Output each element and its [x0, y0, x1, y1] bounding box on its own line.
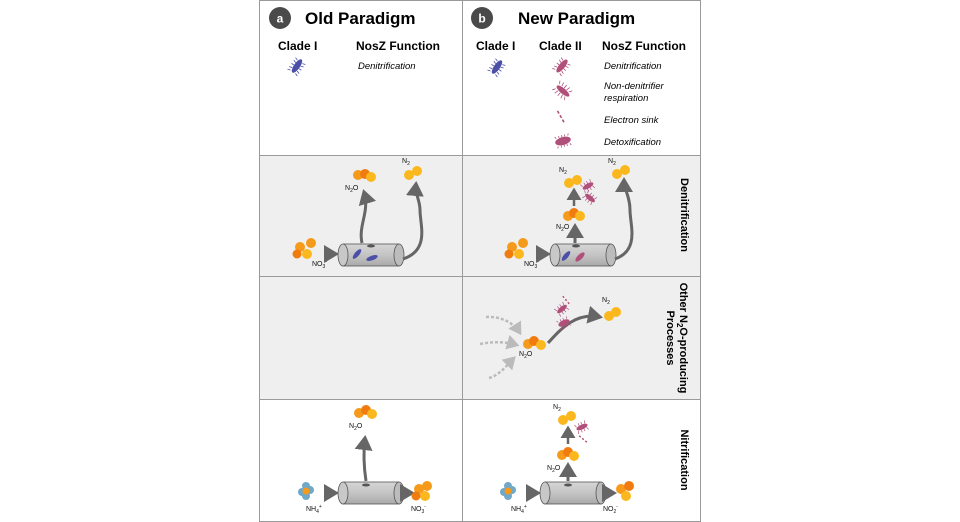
cell-cylinder	[337, 481, 405, 505]
nh4-molecule-icon	[500, 482, 516, 500]
panel-b-other-processes: N2O N2	[479, 295, 621, 380]
panel-b-function-respiration: respiration	[604, 93, 648, 104]
n2-molecule-icon	[604, 307, 621, 321]
panel-a-badge	[269, 7, 291, 29]
cell-cylinder	[549, 243, 617, 267]
clade2-bacterium-icon	[580, 179, 596, 194]
panel-a-function-denitrification: Denitrification	[358, 61, 416, 72]
n2-molecule-icon	[612, 165, 630, 179]
clade2-respiration-icon	[552, 80, 573, 101]
n2-label: N2	[402, 158, 410, 167]
clade2-bacterium-icon	[556, 316, 571, 331]
no2-label: NO2-	[603, 504, 618, 515]
panel-b-badge	[471, 7, 493, 29]
panel-b-function-non-denitrifier: Non-denitrifier	[604, 81, 664, 92]
n2-label: N2	[608, 158, 616, 167]
panel-a-denitrification: NO3- N2O N2	[292, 158, 424, 270]
n2o-molecule-icon	[523, 336, 546, 350]
nh4-molecule-icon	[298, 482, 314, 500]
n2-label: N2	[559, 167, 567, 176]
panel-b-function-detoxification: Detoxification	[604, 137, 661, 148]
row-other-bg	[259, 276, 701, 399]
cell-cylinder	[337, 243, 405, 267]
faded-arrow	[479, 334, 520, 350]
n2-molecule-icon	[404, 166, 422, 180]
row-label-other-line1: Other N2O-producing	[675, 283, 689, 394]
panel-b-header: b New Paradigm Clade I Clade II NosZ Fun…	[471, 7, 686, 149]
panel-b-badge-label: b	[478, 12, 485, 26]
n2o-molecule-icon	[354, 405, 377, 419]
row-label-other-line2: Processes	[664, 310, 676, 365]
no3-molecule-icon	[504, 238, 528, 259]
panel-a-title: Old Paradigm	[305, 9, 416, 28]
cell-cylinder	[539, 481, 607, 505]
n2o-label: N2O	[556, 224, 570, 233]
row-label-nitrification: Nitrification	[678, 429, 690, 490]
clade2-bacterium-icon	[582, 190, 598, 206]
n2o-label: N2O	[547, 465, 561, 474]
arrow-to-n2	[546, 305, 603, 345]
clade2-electron-sink-icon	[562, 295, 570, 305]
n2o-molecule-icon	[353, 169, 376, 182]
nh4-label: NH4+	[511, 504, 527, 515]
panel-b-title: New Paradigm	[518, 9, 635, 28]
panel-b-function-denitrification: Denitrification	[604, 61, 662, 72]
faded-arrow	[485, 315, 522, 336]
panel-a-function-header: NosZ Function	[356, 39, 440, 53]
n2-label: N2	[553, 404, 561, 413]
no3-molecule-icon	[411, 481, 432, 501]
n2o-label: N2O	[519, 351, 533, 360]
panel-a-badge-label: a	[277, 12, 284, 26]
panel-b-clade1-header: Clade I	[476, 39, 515, 53]
faded-arrow	[488, 356, 516, 380]
row-denitrification-bg	[259, 155, 701, 276]
arrow-to-n2o	[358, 189, 377, 244]
n2o-label: N2O	[349, 423, 363, 432]
n2o-molecule-icon	[557, 447, 579, 461]
n2o-molecule-icon	[563, 208, 585, 221]
arrow-to-n2	[614, 177, 634, 261]
clade2-electron-sink-icon	[556, 110, 565, 123]
no3-molecule-icon	[292, 238, 316, 259]
arrow-to-n2	[402, 181, 424, 261]
n2-label: N2	[602, 297, 610, 306]
clade1-bacterium-icon	[487, 58, 506, 78]
panel-b-nitrification: NH4+ NO2- N2O N2	[500, 404, 634, 515]
no3-label: NO3-	[411, 504, 426, 515]
row-label-denitrification: Denitrification	[678, 178, 690, 252]
clade2-bacterium-icon	[574, 420, 589, 435]
panel-a-nitrification: NH4+ NO3- N2O	[298, 405, 432, 515]
panel-b-function-electron-sink: Electron sink	[604, 115, 660, 126]
panel-a-clade1-header: Clade I	[278, 39, 317, 53]
n2-molecule-icon	[558, 411, 576, 425]
clade2-bacterium-icon	[554, 301, 570, 317]
n2-molecule-icon	[564, 175, 582, 188]
arrow-to-n2o	[354, 435, 373, 482]
clade2-bacterium-icon	[552, 57, 571, 77]
no2-molecule-icon	[616, 481, 634, 501]
clade2-electron-sink-icon	[578, 435, 588, 443]
nh4-label: NH4+	[306, 504, 322, 515]
clade1-bacterium-icon	[287, 57, 306, 77]
clade2-detoxification-icon	[554, 133, 572, 149]
n2o-label: N2O	[345, 185, 359, 194]
panel-b-function-header: NosZ Function	[602, 39, 686, 53]
panel-a-header: a Old Paradigm Clade I NosZ Function Den…	[269, 7, 440, 77]
panel-b-denitrification: NO3- N2O N2	[504, 158, 634, 270]
panel-b-clade2-header: Clade II	[539, 39, 582, 53]
